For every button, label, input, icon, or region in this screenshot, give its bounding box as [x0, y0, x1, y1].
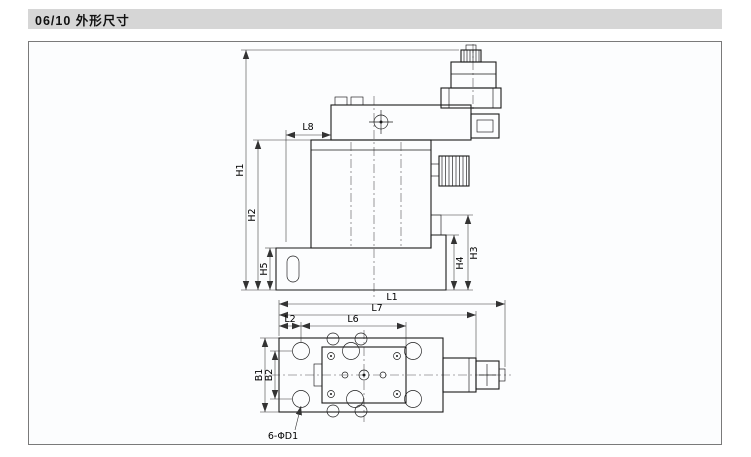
bolt-hole [346, 390, 364, 408]
side-connector [470, 113, 500, 139]
dim-label-l7: L7 [371, 303, 382, 314]
port-hole [354, 332, 368, 346]
top-view-drawing: L1 L7 L2 L6 B1 B2 6-ΦD1 [254, 292, 511, 442]
dim-label-l6: L6 [347, 314, 358, 325]
gland-top [465, 44, 477, 51]
side-view-drawing: H1 H2 H5 H4 H3 L8 [235, 44, 502, 300]
body-screws [327, 352, 401, 398]
pilot-valve [330, 104, 472, 141]
port-hole [354, 404, 368, 418]
bolt-hole [292, 390, 310, 408]
gland-hatch [463, 50, 480, 62]
valve-base [275, 234, 447, 291]
adjustment-knob [438, 155, 470, 187]
section-header: 06/10 外形尺寸 [28, 9, 722, 29]
dim-label-h5: H5 [259, 262, 270, 275]
technical-drawing: H1 H2 H5 H4 H3 L8 [235, 44, 511, 442]
body-center-detail [341, 369, 387, 381]
end-nut [498, 368, 506, 382]
bolt-hole [292, 342, 310, 360]
bolt-hole [404, 342, 422, 360]
port-hole [326, 332, 340, 346]
dim-label-h3: H3 [469, 246, 480, 259]
dim-label-h1: H1 [235, 163, 246, 176]
hole-callout-label: 6-ΦD1 [268, 431, 298, 442]
dim-label-b1: B1 [254, 369, 265, 382]
side-connector-inner [476, 119, 494, 133]
hole-leader-line [294, 405, 302, 431]
dim-label-l2: L2 [284, 314, 295, 325]
valve-body [310, 139, 432, 249]
section-title: 06/10 外形尺寸 [35, 13, 130, 28]
dim-label-h2: H2 [247, 208, 258, 221]
drawing-area: H1 H2 H5 H4 H3 L8 [28, 41, 722, 445]
pilot-center-detail [369, 110, 393, 134]
bolt-hole [342, 342, 360, 360]
pilot-port [334, 96, 348, 106]
dim-label-b2: B2 [264, 369, 275, 382]
body-step [431, 214, 442, 235]
dim-label-l1: L1 [386, 292, 397, 303]
pilot-port [350, 96, 364, 106]
bolt-hole [404, 390, 422, 408]
port-hole [326, 404, 340, 418]
dim-label-h4: H4 [455, 256, 466, 269]
base-slot [286, 255, 300, 283]
knob-stem [430, 163, 440, 177]
body-side-tab [313, 363, 323, 387]
connector-plug [450, 61, 497, 89]
dim-label-l8: L8 [302, 122, 313, 133]
knob-hatch [441, 156, 467, 186]
